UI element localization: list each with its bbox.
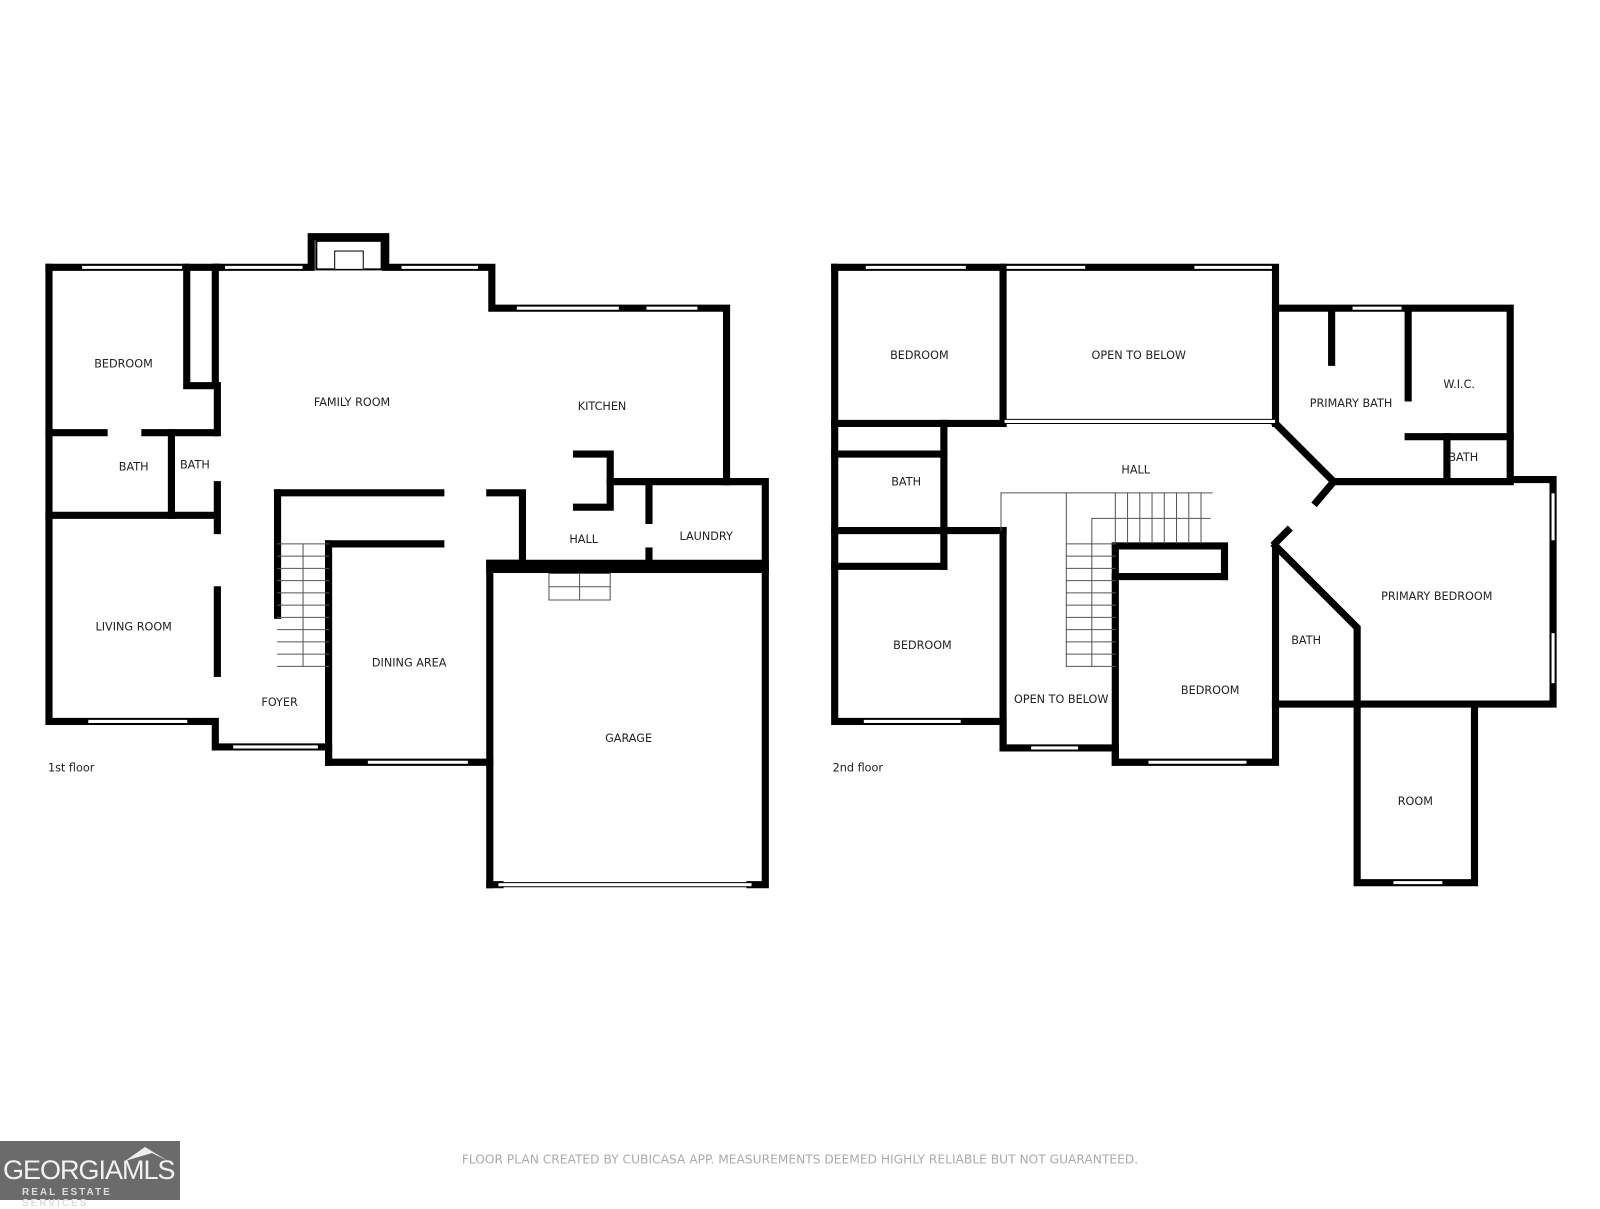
wall	[183, 263, 219, 390]
room-label: BATH	[1291, 634, 1321, 647]
stair-arrow	[1091, 517, 1211, 667]
disclaimer: FLOOR PLAN CREATED BY CUBICASA APP. MEAS…	[462, 1152, 1138, 1166]
room-label: BATH	[1448, 451, 1478, 464]
room-label: BATH	[119, 460, 149, 473]
logo-text: GEORGIAMLS	[3, 1155, 176, 1185]
room-label: PRIMARY BEDROOM	[1381, 590, 1492, 603]
windows	[81, 264, 1556, 888]
georgia-mls-logo: GEORGIAMLS REAL ESTATE SERVICES	[0, 1141, 180, 1209]
room-label: W.I.C.	[1443, 378, 1475, 391]
room-label: BEDROOM	[1181, 684, 1240, 697]
walls	[45, 233, 1557, 889]
room-label: FOYER	[261, 696, 298, 709]
wall	[1270, 540, 1361, 708]
room-label: GARAGE	[605, 732, 652, 745]
floor-name: 2nd floor	[833, 761, 884, 774]
wall	[486, 489, 527, 567]
logo-tagline: REAL ESTATE SERVICES	[22, 1187, 112, 1209]
room-label: BEDROOM	[893, 639, 952, 652]
room-label: BATH	[891, 476, 921, 489]
room-label: DINING AREA	[372, 656, 447, 669]
floor-name: 1st floor	[48, 761, 95, 774]
room-label: LAUNDRY	[679, 530, 733, 543]
room-label: KITCHEN	[578, 400, 627, 413]
roof-icon	[125, 1147, 168, 1161]
wall	[213, 233, 769, 889]
room-label: FAMILY ROOM	[314, 396, 390, 409]
wall	[1311, 476, 1339, 508]
room-label: OPEN TO BELOW	[1014, 693, 1108, 706]
wall	[1270, 525, 1293, 548]
room-label: HALL	[569, 533, 598, 546]
wall	[1271, 304, 1557, 708]
room-label: OPEN TO BELOW	[1092, 349, 1186, 362]
room-label: BEDROOM	[94, 357, 153, 370]
fireplace	[315, 239, 383, 271]
stairs	[277, 492, 1213, 667]
room-label: HALL	[1121, 463, 1150, 476]
room-label: ROOM	[1398, 795, 1433, 808]
wall	[1111, 542, 1229, 581]
room-label: PRIMARY BATH	[1310, 397, 1393, 410]
room-label: BEDROOM	[890, 349, 949, 362]
wall	[572, 450, 614, 511]
room-label: BATH	[180, 458, 210, 471]
wall	[1353, 700, 1479, 887]
floor-1-labels: BEDROOM FAMILY ROOM KITCHEN BATH BATH HA…	[48, 357, 733, 774]
wall	[831, 419, 948, 458]
floor-2-labels: BEDROOM OPEN TO BELOW PRIMARY BATH W.I.C…	[833, 349, 1493, 808]
wall	[831, 263, 1280, 428]
room-label: LIVING ROOM	[96, 621, 172, 634]
